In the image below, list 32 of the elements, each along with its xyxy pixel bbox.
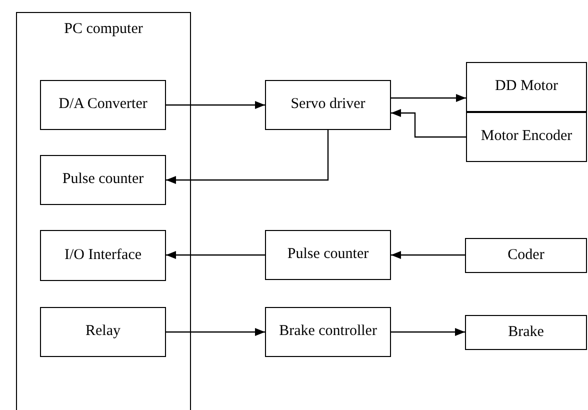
block-box [40,230,166,281]
block-box [265,307,391,357]
block-label: Motor Encoder [480,128,572,146]
block-label: Brake [508,324,544,342]
block-box [466,112,587,162]
block-box [465,238,587,273]
block-box [465,315,587,350]
arrow [166,328,265,336]
group-title: PC computer [63,20,144,39]
block-label: Pulse counter [62,171,144,189]
arrow [391,328,465,336]
arrow [391,251,465,259]
arrow [391,109,466,138]
block-label: Pulse counter [287,246,369,264]
block-label: DD Motor [495,78,558,96]
block-box [40,80,166,130]
arrow [166,101,265,109]
block-label: Brake controller [279,323,377,341]
block-box [40,307,166,357]
block-label: I/O Interface [64,246,142,264]
block-label: Servo driver [290,96,366,114]
arrow [391,94,466,102]
block-box [265,230,391,280]
block-box [40,155,166,205]
block-box [265,80,391,130]
arrow [166,130,329,184]
block-label: Relay [86,323,120,341]
arrow [166,251,265,259]
block-box [466,62,587,112]
block-label: Coder [508,246,544,264]
block-label: D/A Converter [58,96,148,114]
group-box [16,12,191,410]
